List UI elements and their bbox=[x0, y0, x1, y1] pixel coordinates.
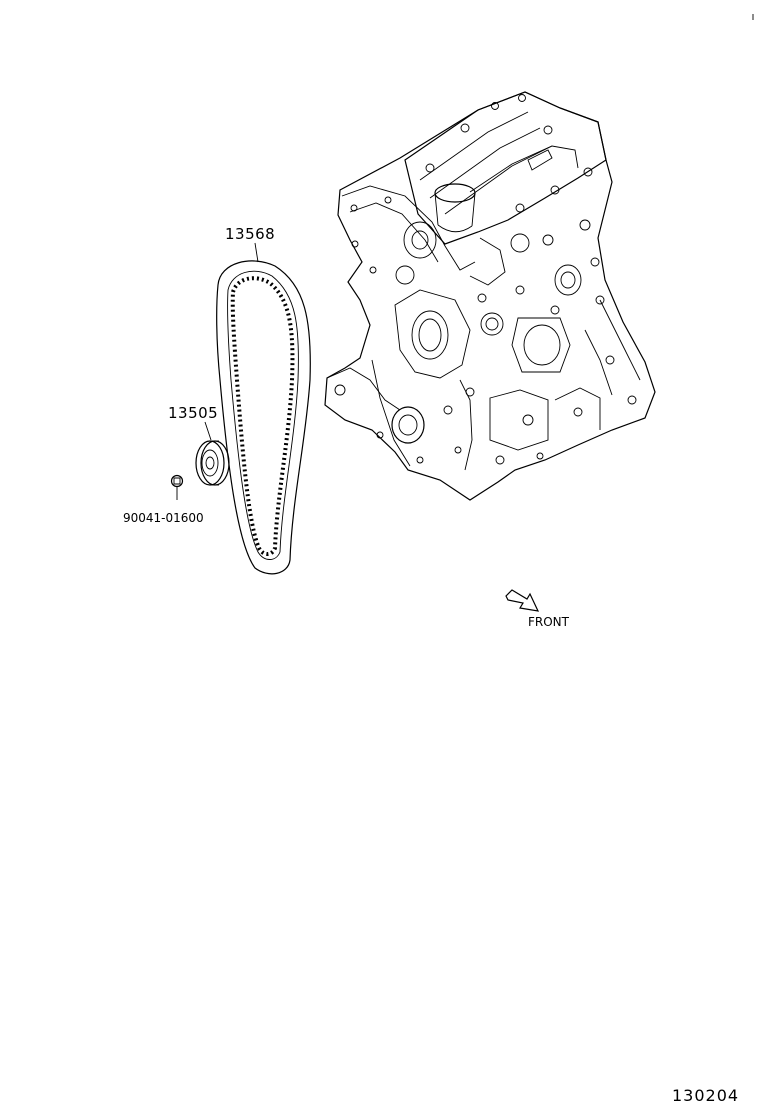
idler-leader-line bbox=[204, 421, 212, 441]
engine-block-icon bbox=[324, 91, 656, 501]
front-label: FRONT bbox=[528, 615, 570, 629]
diagram-number: 130204 bbox=[672, 1086, 739, 1105]
bolt-icon bbox=[170, 474, 184, 488]
belt-leader-line bbox=[254, 242, 259, 263]
timing-belt-icon bbox=[216, 260, 311, 575]
belt-part-number: 13568 bbox=[225, 225, 275, 243]
idler-part-number: 13505 bbox=[168, 404, 218, 422]
idler-pulley-icon bbox=[195, 440, 230, 486]
front-arrow-icon bbox=[505, 589, 540, 612]
bolt-part-number: 90041-01600 bbox=[123, 511, 204, 525]
